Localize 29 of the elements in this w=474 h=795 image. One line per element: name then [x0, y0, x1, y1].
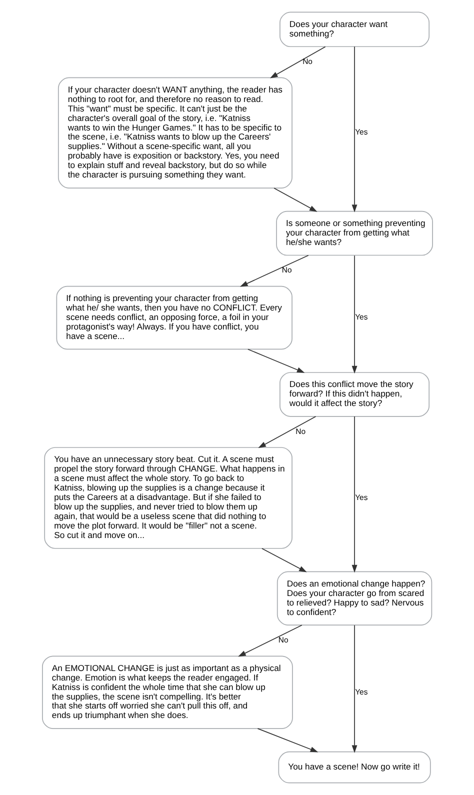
node-box: If nothing is preventing your character from getting what he/ she wants, then you have no CONFLICT. Every scene needs conflict, an opposing force, a foil in your protagonist's way! Always. If you have conflict, you have a scene...	[56, 286, 292, 350]
node-box: An EMOTIONAL CHANGE is just as important as a physical change. Emotion is what keeps the reader engaged. If Katniss is confident the whole time that she can blow up the supplies, the scene isn't compelling. It's better that she starts off worried she can't pull this off, and ends up triumphant when she does.	[42, 656, 292, 729]
node-box: If your character doesn't WANT anything, the reader has nothing to root for, and therefore no reason to read. This "want" must be specific. It can't just be the character's overall goal of the story, i.e. "Katniss wants to win the Hunger Games." It has to be specific to the scene, i.e. "Katniss wants to blow up the Careers' supplies." Without a scene-specific want, all you probably have is exposition or backstory. Yes, you need to explain stuff and reveal backstory, but do so while the character is pursuing something they want.	[57, 77, 292, 188]
arrow	[256, 728, 318, 752]
edge-label: No	[302, 57, 312, 66]
arrow	[239, 254, 308, 287]
node-box: You have an unnecessary story beat. Cut it. A scene must propel the story forward through CHANGE. What happens in a scene must affect the whole story. To go back to Katniss, blowing up the supplies is a change because it puts the Careers at a disadvantage. But if she failed to blow up the supplies, and never tried to blow them up again, that would be a useless scene that did nothing to move the plot forward. It would be "filler" not a scene. So cut it and move on...	[44, 447, 292, 549]
node-box: Does an emotional change happen? Does your character go from scared to relieved? Happy to sad? Nervous to confident?	[276, 571, 432, 626]
node-box: Does this conflict move the story forward? If this didn't happen, would it affect the story?	[279, 372, 430, 417]
arrow	[351, 46, 357, 212]
arrow	[269, 46, 326, 78]
node-box: You have a scene! Now go write it!	[278, 751, 430, 784]
edge-label: No	[281, 266, 292, 275]
edge-label: No	[295, 426, 306, 436]
edge-label: Yes	[354, 312, 368, 322]
arrow	[351, 416, 357, 573]
edge-label: Yes	[354, 492, 368, 502]
edge-label: No	[278, 636, 288, 645]
node-box: Does your character want something?	[279, 12, 430, 48]
arrow	[258, 416, 316, 448]
arrow	[351, 255, 357, 374]
arrow	[261, 548, 306, 572]
edge-label: Yes	[354, 128, 368, 137]
arrow	[238, 624, 302, 657]
arrow	[351, 624, 357, 753]
arrow	[273, 188, 317, 212]
arrow	[246, 348, 304, 373]
node-box: Is someone or something preventing your character from getting what he/she wants?	[276, 210, 432, 256]
edge-label: Yes	[354, 687, 368, 696]
